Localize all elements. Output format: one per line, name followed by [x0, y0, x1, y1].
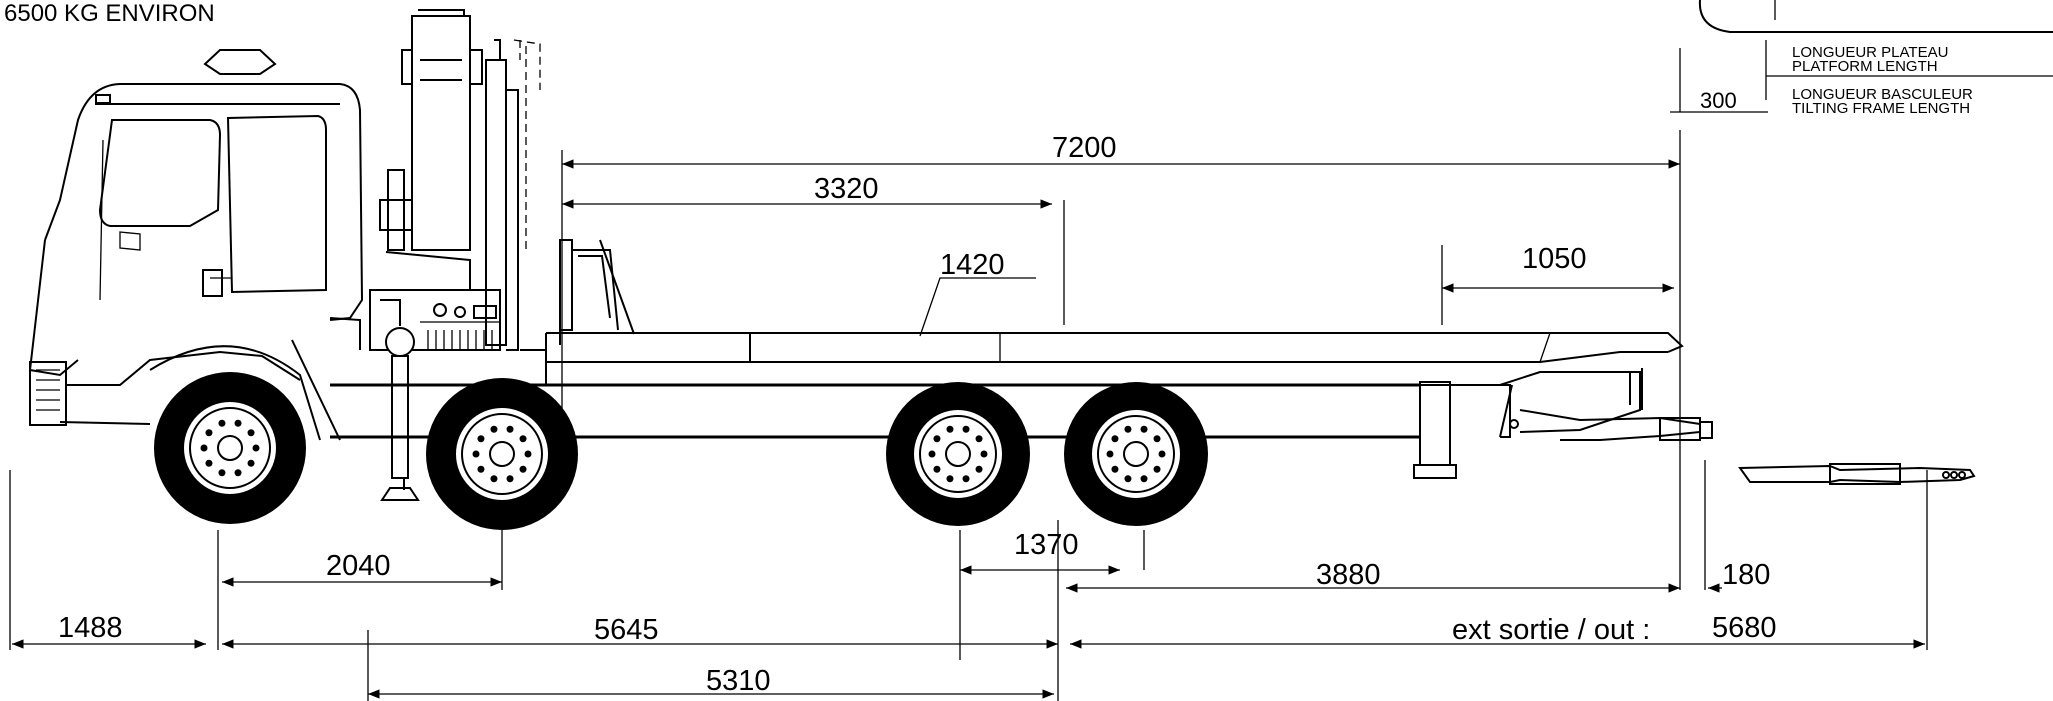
- wheel-bolt: [490, 475, 498, 483]
- dim-180: 180: [1722, 559, 1770, 591]
- wheel-front: [154, 372, 306, 524]
- legend-tilting-fr: LONGUEUR BASCULEUR: [1792, 86, 1973, 103]
- wheel-bolt: [477, 435, 485, 443]
- dim-3880: 3880: [1316, 559, 1381, 591]
- wheel-bolt: [524, 450, 532, 458]
- wheel-bolt: [472, 450, 480, 458]
- dim-5680: 5680: [1712, 612, 1777, 644]
- wheel-bolt: [980, 450, 988, 458]
- wheel-bolt: [200, 444, 208, 452]
- wheel-bolt: [928, 450, 936, 458]
- wheel-bolt: [218, 419, 226, 427]
- wheel-bolt: [933, 465, 941, 473]
- wheel-bolt: [1158, 450, 1166, 458]
- wheel-bolt: [1124, 425, 1132, 433]
- wheel-bolt: [946, 425, 954, 433]
- dim-7200: 7200: [1052, 132, 1117, 164]
- wheel-second: [426, 378, 578, 530]
- wheel-bolt: [252, 444, 260, 452]
- ext-out-label: ext sortie / out :: [1452, 614, 1650, 646]
- wheel-bolt: [1106, 450, 1114, 458]
- wheel-bolt: [205, 429, 213, 437]
- wheel-bolt: [234, 419, 242, 427]
- wheel-bolt: [946, 475, 954, 483]
- truck-cab: [28, 49, 364, 441]
- dim-1420: 1420: [940, 249, 1005, 281]
- legend-platform-fr: LONGUEUR PLATEAU: [1792, 44, 1948, 61]
- wheel-bolt: [962, 425, 970, 433]
- wheel-bolt: [1111, 435, 1119, 443]
- wheel-bolt: [933, 435, 941, 443]
- wheel-bolt: [1153, 465, 1161, 473]
- wheel-bolt: [962, 475, 970, 483]
- wheel-rear: [1064, 382, 1208, 526]
- dim-1488: 1488: [58, 612, 123, 644]
- crane: [369, 9, 541, 501]
- dim-3320: 3320: [814, 173, 879, 205]
- capacity-label: 6500 KG ENVIRON: [4, 0, 215, 27]
- wheel-bolt: [477, 465, 485, 473]
- wheel-bolt: [1153, 435, 1161, 443]
- wheel-bolt: [975, 465, 983, 473]
- wheel-bolt: [975, 435, 983, 443]
- dim-1370: 1370: [1014, 529, 1079, 561]
- wheel-bolt: [234, 469, 242, 477]
- dim-5310: 5310: [706, 665, 771, 697]
- dim-5645: 5645: [594, 614, 659, 646]
- wheel-bolt: [247, 459, 255, 467]
- wheel-bolt: [519, 465, 527, 473]
- wheel-bolt: [1111, 465, 1119, 473]
- wheel-bolt: [1140, 475, 1148, 483]
- legend-tilting-en: TILTING FRAME LENGTH: [1792, 100, 1970, 117]
- dimension-lines: [9, 130, 1928, 701]
- dim-1050: 1050: [1522, 243, 1587, 275]
- wheel-third: [886, 382, 1030, 526]
- wheel-bolt: [218, 469, 226, 477]
- legend-platform-en: PLATFORM LENGTH: [1792, 58, 1938, 75]
- wheel-bolt: [1140, 425, 1148, 433]
- wheel-bolt: [506, 475, 514, 483]
- wheel-bolt: [205, 459, 213, 467]
- wheel-bolt: [1124, 475, 1132, 483]
- wheel-bolt: [519, 435, 527, 443]
- length-legend: 300 LONGUEUR PLATEAU PLATFORM LENGTH LON…: [1670, 0, 2053, 117]
- wheel-bolt: [506, 425, 514, 433]
- dim-2040: 2040: [326, 550, 391, 582]
- wheel-bolt: [247, 429, 255, 437]
- wheel-bolt: [490, 425, 498, 433]
- legend-offset: 300: [1700, 88, 1737, 113]
